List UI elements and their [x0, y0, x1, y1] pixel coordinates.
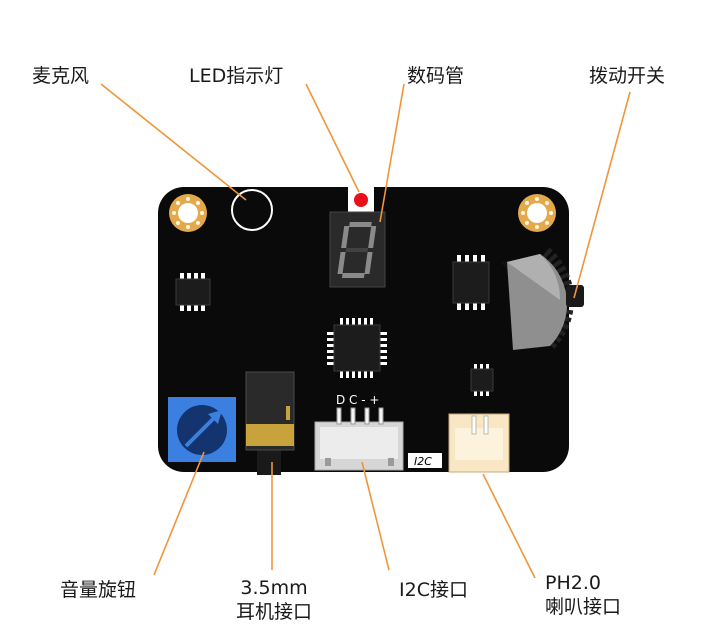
- audio-jack: [245, 371, 295, 475]
- i2c-connector: [314, 407, 404, 471]
- mounting-hole-right: [518, 194, 556, 232]
- label-speaker-line2: 喇叭接口: [545, 596, 622, 618]
- label-speaker: PH2.0 喇叭接口: [545, 571, 621, 619]
- leader-switch: [573, 91, 631, 299]
- label-jack: 3.5mm 耳机接口: [218, 576, 330, 624]
- leader-segment: [379, 83, 405, 223]
- silk-i2c-label: I2C: [414, 455, 432, 468]
- leader-volume: [153, 451, 205, 576]
- leader-i2c: [361, 461, 390, 571]
- leader-lines: [100, 83, 631, 579]
- label-i2c-port: I2C接口: [399, 579, 468, 601]
- led-indicator: [348, 187, 374, 213]
- ph2-connector: [448, 413, 510, 473]
- ic-chip-left: [175, 273, 211, 311]
- silk-pin-labels: D C - +: [336, 393, 379, 407]
- ic-chip-right: [452, 255, 490, 310]
- seven-segment-display: [329, 211, 386, 288]
- leader-speaker: [482, 473, 536, 579]
- label-microphone: 麦克风: [32, 65, 90, 87]
- leader-microphone: [100, 83, 247, 201]
- label-segment-display: 数码管: [407, 65, 465, 87]
- ic-chip-small: [470, 364, 494, 396]
- mounting-hole-left: [169, 194, 207, 232]
- toggle-switch: [500, 247, 584, 351]
- label-speaker-line1: PH2.0: [545, 572, 601, 594]
- label-volume-knob: 音量旋钮: [60, 579, 137, 601]
- label-jack-line1: 3.5mm: [240, 577, 308, 599]
- label-led: LED指示灯: [189, 65, 284, 87]
- silk-i2c-box: I2C: [408, 453, 442, 468]
- label-jack-line2: 耳机接口: [235, 601, 312, 623]
- microphone: [231, 189, 273, 231]
- mcu-chip: [327, 318, 387, 378]
- volume-knob: [168, 397, 236, 462]
- leader-led: [305, 83, 360, 193]
- label-toggle-switch: 拨动开关: [589, 65, 666, 87]
